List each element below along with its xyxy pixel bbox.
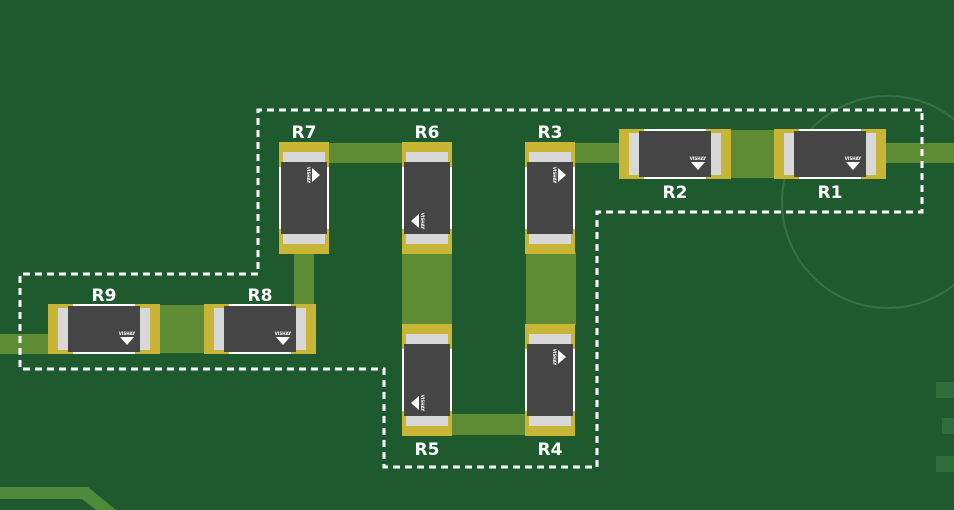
resistor-r1[interactable]: VISHAY: [774, 129, 886, 179]
vishay-logo: VISHAY: [119, 331, 136, 336]
vishay-logo: VISHAY: [690, 156, 707, 161]
copper-traces: [0, 130, 954, 435]
vishay-logo: VISHAY: [845, 156, 862, 161]
resistor-r7[interactable]: VISHAY: [279, 142, 329, 254]
resistor-r9[interactable]: VISHAY: [48, 304, 160, 354]
refdes-r2: R2: [663, 183, 688, 203]
refdes-r4: R4: [538, 440, 563, 460]
refdes-r3: R3: [538, 123, 563, 143]
vishay-logo: VISHAY: [552, 349, 557, 366]
refdes-r6: R6: [415, 123, 440, 143]
bottom-trace: [0, 487, 116, 510]
resistor-r5[interactable]: VISHAY: [402, 324, 452, 436]
refdes-r9: R9: [92, 286, 117, 306]
keepout-zone-outline: [18, 108, 924, 469]
refdes-r7: R7: [292, 123, 317, 143]
vishay-logo: VISHAY: [420, 395, 425, 412]
refdes-r5: R5: [415, 440, 440, 460]
resistor-r6[interactable]: VISHAY: [402, 142, 452, 254]
mounting-circle-outline: [781, 95, 954, 309]
resistor-r3[interactable]: VISHAY: [525, 142, 575, 254]
vishay-logo: VISHAY: [306, 167, 311, 184]
vishay-logo: VISHAY: [420, 213, 425, 230]
resistor-r8[interactable]: VISHAY: [204, 304, 316, 354]
vishay-logo: VISHAY: [275, 331, 292, 336]
refdes-r8: R8: [248, 286, 273, 306]
resistor-r4[interactable]: VISHAY: [525, 324, 575, 436]
edge-marks: [936, 382, 954, 472]
refdes-r1: R1: [818, 183, 843, 203]
vishay-logo: VISHAY: [552, 167, 557, 184]
resistor-r2[interactable]: VISHAY: [619, 129, 731, 179]
